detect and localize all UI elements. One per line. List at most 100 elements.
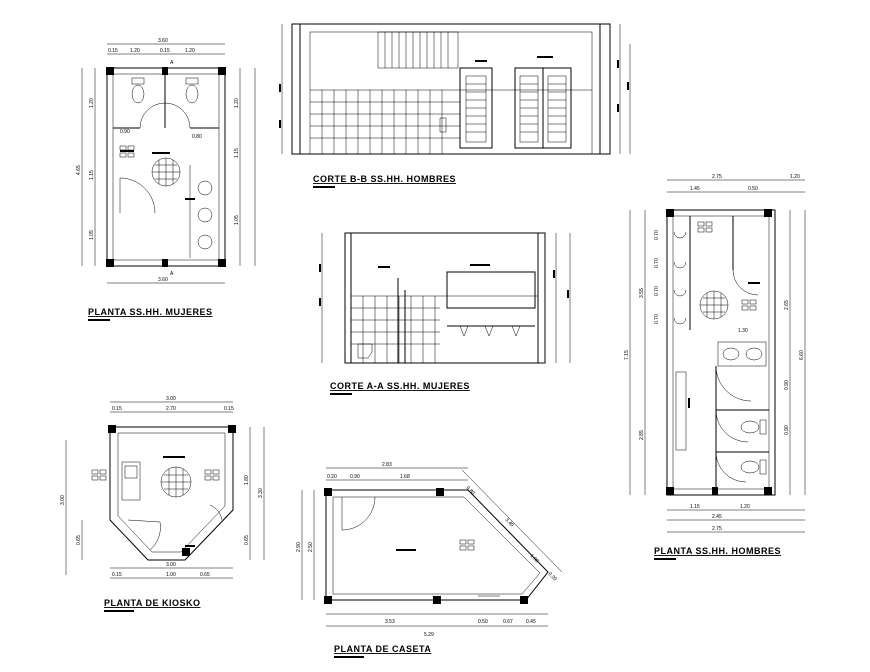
urinal-icon	[439, 117, 447, 133]
svg-text:A: A	[170, 60, 174, 66]
svg-text:A: A	[170, 271, 174, 277]
dim-label: 0.90	[784, 425, 790, 435]
sink-icon	[745, 347, 763, 361]
dim-label: 1.20	[130, 48, 140, 54]
dim-label: 1.15	[690, 504, 700, 510]
dim-label: 0.70	[654, 258, 660, 268]
dim-label: 0.50	[748, 186, 758, 192]
dim-label: 1.00	[166, 572, 176, 578]
corte-bb: CORTE B-B SS.HH. HOMBRES	[279, 23, 631, 188]
dim-label: 2.45	[712, 514, 722, 520]
dim-label: 0.80	[192, 134, 202, 140]
dim-label: 0.70	[654, 286, 660, 296]
dim-label: 2.70	[166, 406, 176, 412]
dim-label: 3.30	[258, 488, 264, 498]
tile-wall	[310, 89, 592, 154]
urinal-icon	[673, 261, 687, 269]
dim-label: 3.55	[639, 288, 645, 298]
door-slats	[466, 83, 566, 133]
planta-mujeres: A A 3.60 0.15 1.20 0.15 1.20 3.60 4.65 1…	[76, 38, 256, 321]
dim-label: 0.70	[654, 314, 660, 324]
dim-label: 2.90	[296, 542, 302, 552]
dim-label: 0.67	[503, 619, 513, 625]
dim-label: 1.20	[89, 98, 95, 108]
dim-label: 0.70	[654, 230, 660, 240]
dim-label: 1.20	[790, 174, 800, 180]
dim-label: 2.65	[784, 300, 790, 310]
sink-icon	[197, 234, 213, 250]
toilet-icon	[740, 419, 767, 435]
toilet-icon	[357, 343, 373, 359]
dim-label: 2.75	[712, 526, 722, 532]
dim-label: 0.65	[200, 572, 210, 578]
window-louver	[384, 32, 449, 68]
title-planta-mujeres: PLANTA SS.HH. MUJERES	[88, 307, 213, 317]
title-planta-kiosko: PLANTA DE KIOSKO	[104, 598, 201, 608]
dim-label: 0.90	[120, 129, 130, 135]
toilet-icon	[740, 459, 767, 475]
planta-caseta: 2.83 0.20 0.90 1.68 5.29 3.53 0.50 0.67 …	[296, 462, 563, 658]
dim-label: 1.20	[185, 48, 195, 54]
dim-label: 2.85	[639, 430, 645, 440]
dim-label: 1.15	[234, 148, 240, 158]
caseta-outline	[325, 489, 549, 601]
dim-label: 0.45	[526, 619, 536, 625]
dim-label: 1.80	[244, 475, 250, 485]
dim-label: 3.40	[504, 517, 515, 528]
dim-label: 1.15	[89, 170, 95, 180]
title-planta-caseta: PLANTA DE CASETA	[334, 644, 431, 654]
sink-icon	[197, 207, 213, 223]
dim-label: 1.00	[529, 553, 540, 564]
dim-label: 3.00	[166, 562, 176, 568]
floor-drain-icon	[151, 157, 181, 187]
title-corte-bb: CORTE B-B SS.HH. HOMBRES	[313, 174, 456, 184]
dim-label: 3.00	[60, 495, 66, 505]
dim-label: 2.75	[712, 174, 722, 180]
floor-drain-icon	[699, 290, 729, 320]
urinal-icon	[673, 317, 687, 325]
dim-label: 7.15	[624, 350, 630, 360]
dim-label: 5.29	[424, 632, 434, 638]
floor-drain-icon	[160, 466, 192, 498]
corte-aa: CORTE A-A SS.HH. MUJERES	[319, 232, 571, 395]
dim-label: 3.60	[158, 277, 168, 283]
kiosko-outline	[109, 426, 234, 561]
planta-hombres: 2.75 1.20 1.45 0.50 1.15 1.20 2.45 2.75 …	[624, 174, 806, 560]
toilet-icon	[131, 77, 145, 104]
mirror	[446, 271, 536, 309]
dim-label: 1.20	[740, 504, 750, 510]
dim-label: 0.65	[76, 535, 82, 545]
dim-label: 0.20	[327, 474, 337, 480]
urinal-icon	[673, 289, 687, 297]
dim-label: 3.00	[166, 396, 176, 402]
dim-label: 0.15	[160, 48, 170, 54]
dim-label: 0.15	[112, 572, 122, 578]
dim-label: 1.05	[234, 215, 240, 225]
dim-label: 0.80	[465, 485, 476, 496]
dim-label: 1.05	[89, 230, 95, 240]
dim-label: 0.50	[478, 619, 488, 625]
dim-label: 1.30	[738, 328, 748, 334]
dim-label: 0.15	[112, 406, 122, 412]
planta-kiosko: 3.00 0.15 2.70 0.15 3.00 0.15 1.00 0.65 …	[60, 396, 265, 612]
toilet-icon	[185, 77, 199, 104]
sink-icon	[197, 180, 213, 196]
sink-icon	[722, 347, 740, 361]
dim-label: 0.15	[224, 406, 234, 412]
dim-label: 2.50	[308, 542, 314, 552]
dim-label: 0.15	[108, 48, 118, 54]
dim-label: 1.68	[400, 474, 410, 480]
dim-label: 2.83	[382, 462, 392, 468]
dim-label: 0.65	[244, 535, 250, 545]
dim-label: 0.90	[350, 474, 360, 480]
urinal-icon	[673, 231, 687, 239]
dim-label: 1.20	[234, 98, 240, 108]
tile-wall	[351, 295, 538, 363]
dim-label: 0.90	[784, 380, 790, 390]
dim-label: 6.60	[799, 350, 805, 360]
title-planta-hombres: PLANTA SS.HH. HOMBRES	[654, 546, 781, 556]
dim-label: 3.60	[158, 38, 168, 44]
title-corte-aa: CORTE A-A SS.HH. MUJERES	[330, 381, 470, 391]
dim-label: 1.45	[690, 186, 700, 192]
